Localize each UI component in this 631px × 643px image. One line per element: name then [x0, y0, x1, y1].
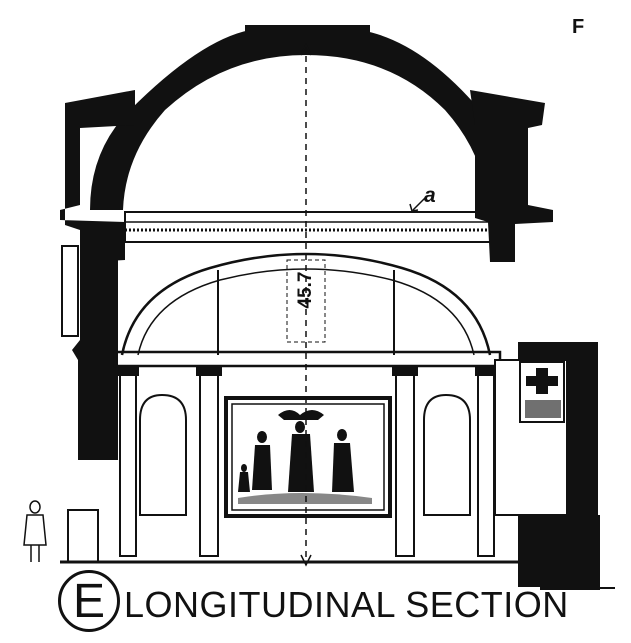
- painting-inner: [231, 403, 385, 511]
- chapel-lattice: [525, 400, 561, 418]
- section-letter: E: [72, 574, 105, 628]
- chapel-cross: [526, 368, 558, 394]
- dome-crown: [245, 25, 370, 40]
- section-letter-badge: E: [58, 570, 120, 632]
- chapel-window: [519, 361, 565, 423]
- annotation-a-label: a: [424, 184, 436, 207]
- dimension-arrow-top: [300, 43, 312, 56]
- impost-cornice: [113, 350, 502, 368]
- dimension-box: [286, 259, 326, 343]
- chapel-step: [540, 515, 600, 590]
- painting-figures: [238, 410, 372, 504]
- scale-figure: [23, 500, 47, 562]
- left-pier: [90, 260, 118, 460]
- left-cornice: [60, 90, 135, 460]
- left-niche: [139, 393, 187, 516]
- annotation-a-arrowhead: [409, 203, 419, 212]
- right-cornice: [470, 90, 553, 262]
- dimension-arrow-bottom: [300, 554, 312, 567]
- caption: LONGITUDINAL SECTION: [124, 584, 569, 625]
- sheet-letter: F: [572, 16, 585, 38]
- annotation-a-arrow: [412, 197, 426, 211]
- left-base: [67, 509, 99, 563]
- dimension-label: 45.7: [295, 271, 316, 309]
- right-niche: [423, 393, 471, 516]
- dome-shell: [90, 30, 522, 210]
- painting-frame: [224, 396, 392, 518]
- left-outer-wall: [61, 245, 79, 337]
- drum-entablature: [124, 211, 491, 243]
- capitals: [117, 366, 497, 376]
